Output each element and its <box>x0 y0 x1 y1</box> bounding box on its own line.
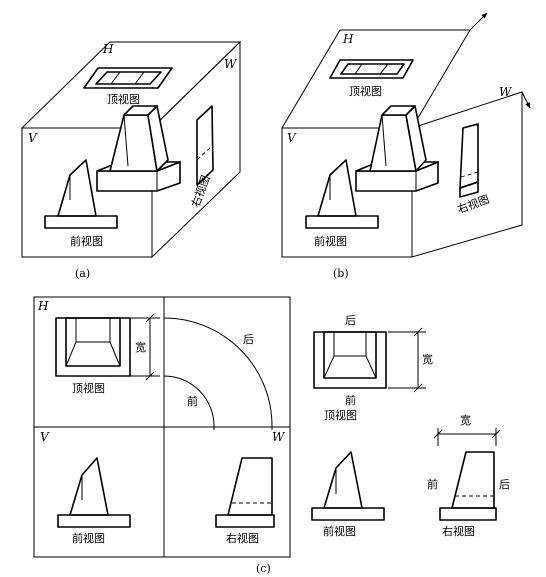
panel-b-top-view-label: 顶视图 <box>349 85 382 98</box>
panel-c-plane-w-label: W <box>272 430 285 444</box>
panel-b-plane-v-label: V <box>287 131 296 145</box>
panel-a-box <box>20 40 242 259</box>
panel-b-caption: (b) <box>333 267 349 280</box>
panel-b-plane-w-label: W <box>499 85 512 99</box>
separate-right-width-label: 宽 <box>460 414 471 427</box>
panel-b-front-view-label: 前视图 <box>314 235 347 248</box>
panel-b-plane-h-label: H <box>343 32 354 46</box>
panel-b-isometric-object <box>355 105 439 192</box>
panel-a-plane-h-label: H <box>103 42 114 56</box>
panel-c-right-view-label: 右视图 <box>226 532 259 545</box>
panel-c-top-view-drawing <box>55 313 160 381</box>
panel-a-isometric-object <box>96 105 181 192</box>
separate-top-width-label: 宽 <box>422 353 433 366</box>
panel-a-front-view-label: 前视图 <box>70 235 103 248</box>
separate-front-view-label: 前视图 <box>323 525 356 538</box>
panel-b-right-view-drawing <box>459 123 479 198</box>
panel-a-caption: (a) <box>75 267 91 280</box>
panel-c-right-view-drawing <box>215 457 275 528</box>
panel-b-front-view-drawing <box>305 159 379 229</box>
separate-right-view-drawing <box>433 428 501 521</box>
panel-a-right-view-drawing <box>196 105 214 186</box>
panel-a-front-view-drawing <box>44 159 118 229</box>
separate-right-back-label: 后 <box>499 478 510 491</box>
panel-b-box <box>281 12 531 258</box>
separate-front-view-drawing <box>311 451 385 521</box>
separate-top-view-label: 顶视图 <box>324 409 357 422</box>
separate-top-view-drawing <box>313 327 426 393</box>
panel-b-top-view-drawing <box>329 59 414 79</box>
panel-c-front-view-drawing <box>57 457 131 528</box>
separate-top-back-label: 后 <box>345 314 356 327</box>
separate-right-front-label: 前 <box>427 478 438 491</box>
panel-a-top-view-label: 顶视图 <box>107 93 140 106</box>
panel-c-back-arc-label: 后 <box>243 333 254 346</box>
panel-c-top-view-label: 顶视图 <box>72 382 105 395</box>
panel-a-plane-v-label: V <box>28 131 37 145</box>
panel-c-width-label: 宽 <box>135 341 146 354</box>
separate-right-view-label: 右视图 <box>442 525 475 538</box>
panel-a-top-view-drawing <box>83 67 173 89</box>
panel-c-plane-h-label: H <box>38 299 49 313</box>
panel-c-caption: (c) <box>256 562 271 575</box>
panel-c-frame <box>33 296 291 558</box>
panel-c-front-view-label: 前视图 <box>72 532 105 545</box>
panel-a-plane-w-label: W <box>224 57 237 71</box>
panel-c-front-arc-label: 前 <box>187 395 198 408</box>
separate-top-front-label: 前 <box>345 394 356 407</box>
panel-c-plane-v-label: V <box>40 430 49 444</box>
